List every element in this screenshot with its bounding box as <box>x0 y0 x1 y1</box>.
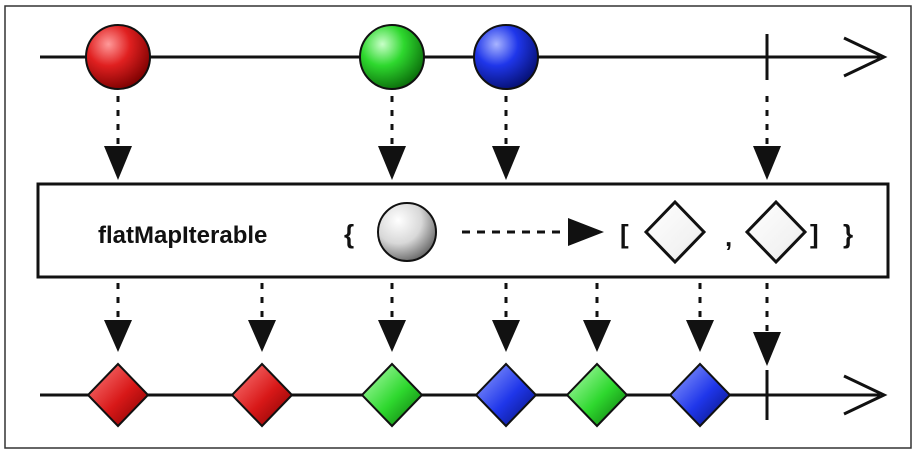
green-diamond-2 <box>565 362 629 428</box>
operator-name: flatMapIterable <box>98 222 267 249</box>
comma: , <box>725 222 732 252</box>
arrowhead-out-5 <box>583 320 611 352</box>
close-bracket: ] <box>810 219 819 249</box>
green-marble <box>359 24 425 90</box>
arrowhead-1 <box>104 146 132 180</box>
red-diamond-1 <box>86 362 150 428</box>
input-timeline <box>40 24 888 90</box>
blue-diamond-1 <box>474 362 538 428</box>
output-arrowheads <box>104 320 781 366</box>
input-arrowheads <box>104 146 781 180</box>
red-diamond-2 <box>230 362 294 428</box>
operator-close-brace: } <box>843 219 853 249</box>
input-to-operator-arrows <box>116 96 769 150</box>
operator-box: flatMapIterable { [ , ] } <box>36 182 890 279</box>
example-output-diamond-2 <box>744 199 808 265</box>
arrowhead-out-2 <box>248 320 276 352</box>
arrowhead-out-7 <box>753 332 781 366</box>
transform-arrowhead <box>568 218 604 246</box>
open-bracket: [ <box>620 219 629 249</box>
arrowhead-3 <box>492 146 520 180</box>
green-diamond-1 <box>360 362 424 428</box>
input-time-arrowhead <box>843 36 888 78</box>
example-output-diamond-1 <box>643 199 707 265</box>
operator-open-brace: { <box>344 219 354 249</box>
blue-diamond-2 <box>668 362 732 428</box>
arrowhead-2 <box>378 146 406 180</box>
example-input-marble <box>377 202 437 262</box>
arrowhead-out-3 <box>378 320 406 352</box>
operator-to-output-arrows <box>116 283 769 332</box>
red-marble <box>85 24 151 90</box>
arrowhead-out-4 <box>492 320 520 352</box>
arrowhead-out-1 <box>104 320 132 352</box>
arrowhead-4 <box>753 146 781 180</box>
output-time-arrowhead <box>843 374 888 416</box>
arrowhead-out-6 <box>686 320 714 352</box>
blue-marble <box>473 24 539 90</box>
output-timeline <box>40 362 888 428</box>
